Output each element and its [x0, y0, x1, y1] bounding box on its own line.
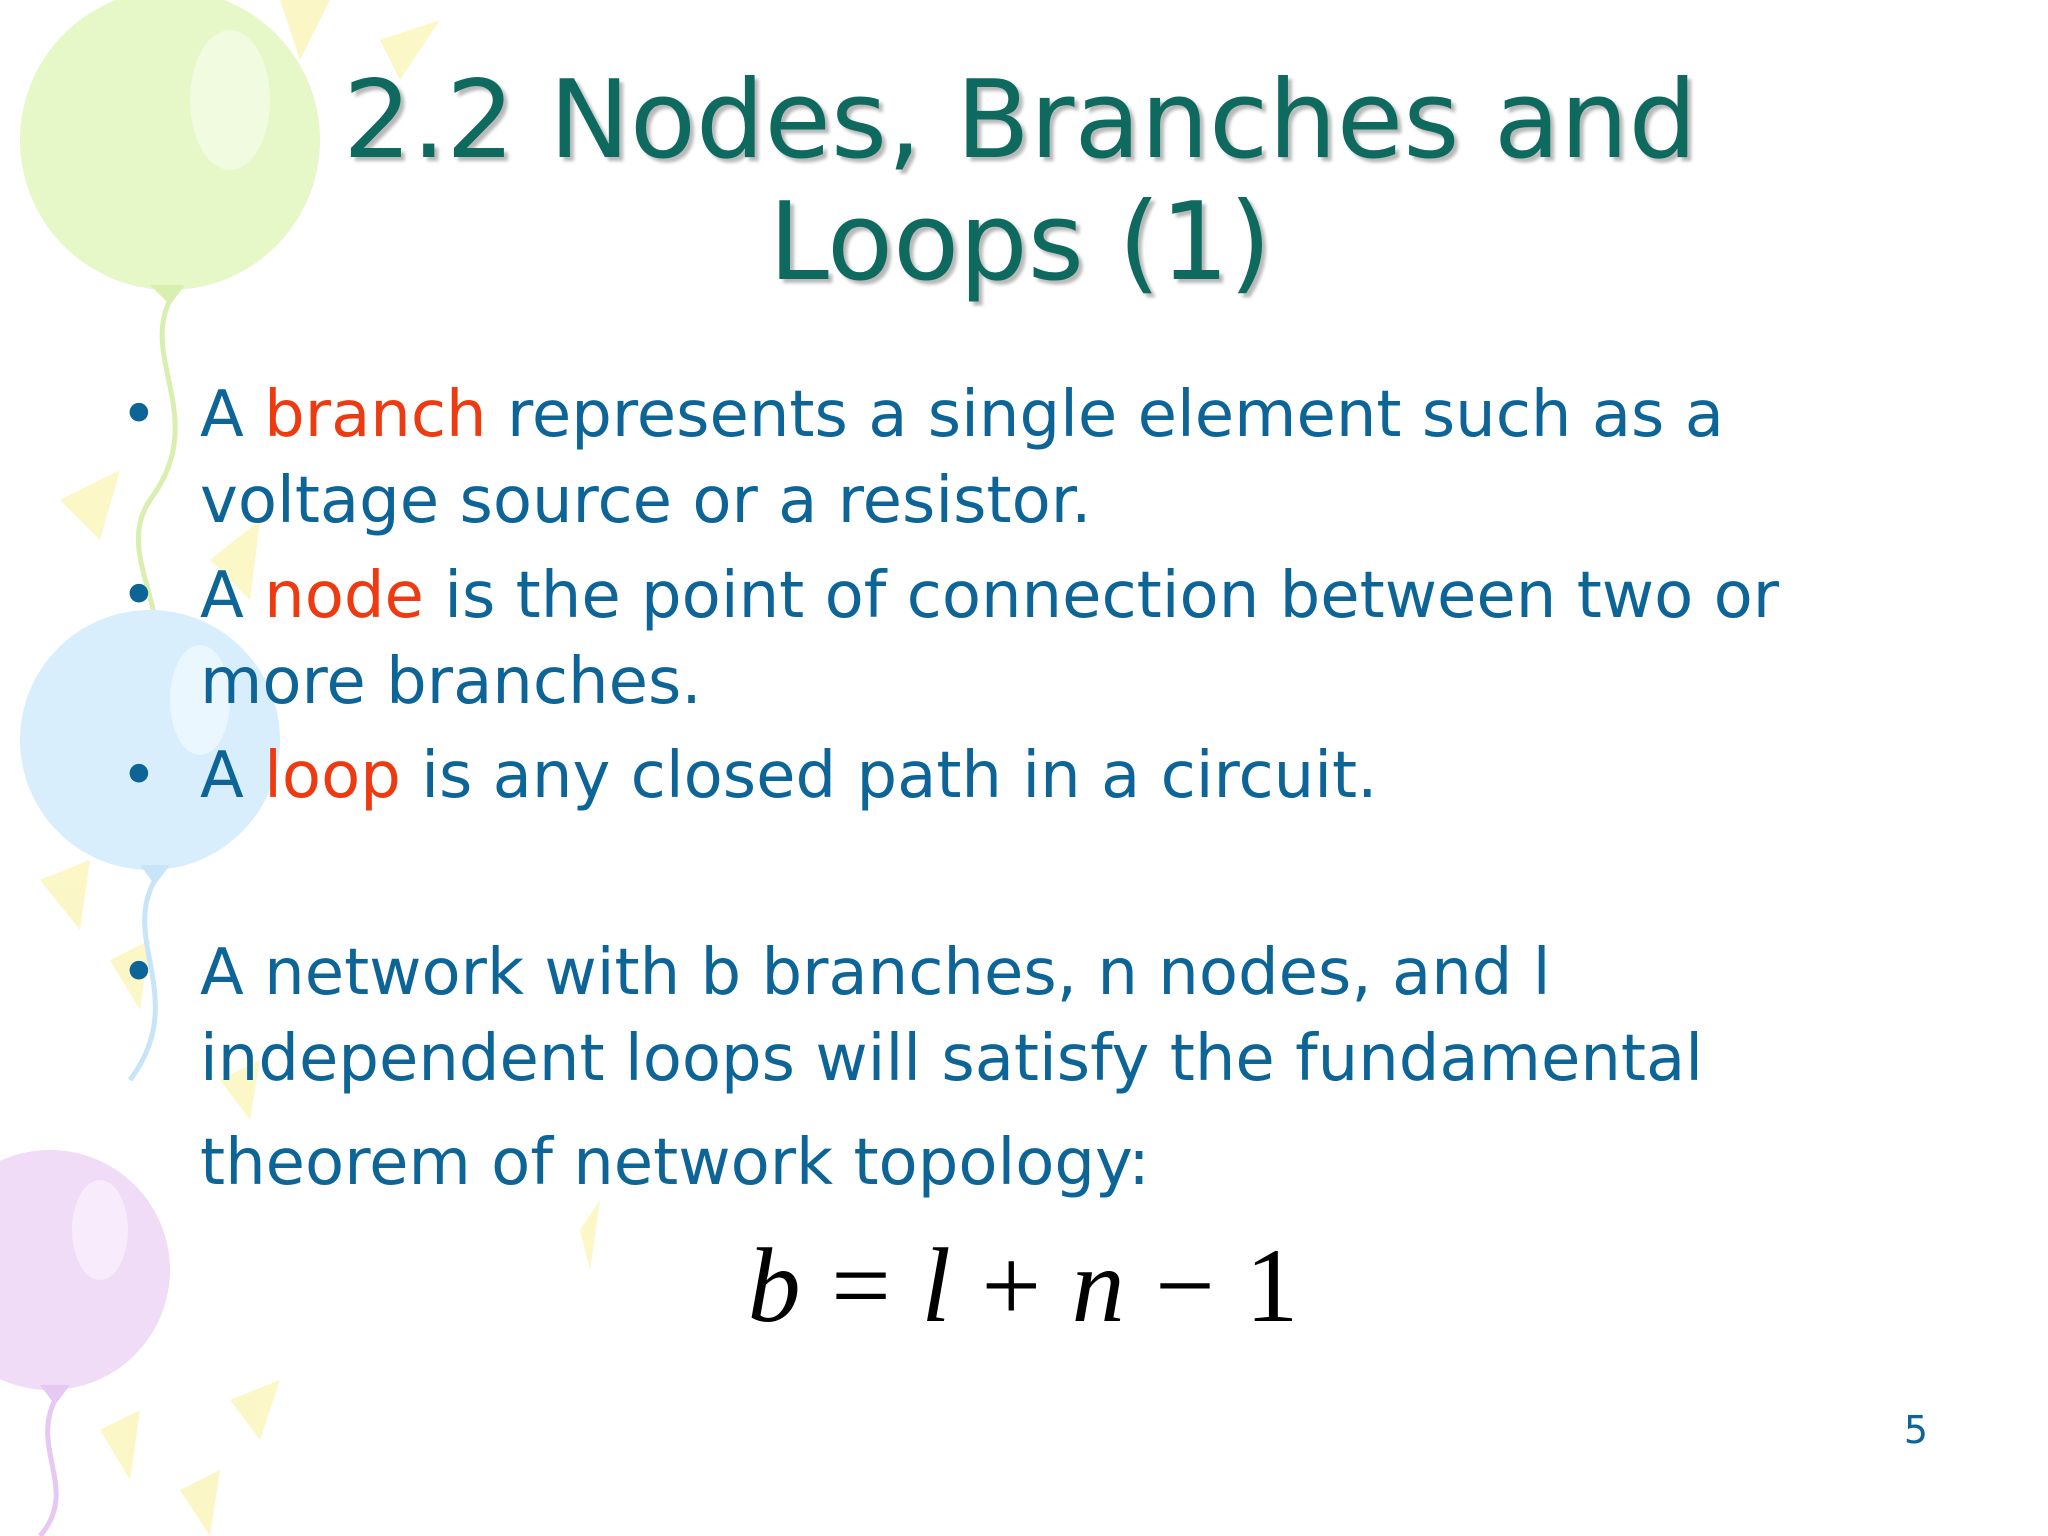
bullet-prefix: A: [200, 739, 265, 813]
slide-title-line-1: 2.2 Nodes, Branches and: [342, 58, 1698, 183]
bullet-branch: • A branch represents a single element s…: [120, 372, 1880, 544]
slide-number: 5: [1903, 1408, 1928, 1452]
bullet-marker: •: [120, 739, 158, 813]
bullet-node: • A node is the point of connection betw…: [120, 553, 1880, 725]
purple-balloon: [0, 1150, 170, 1536]
bullet-text: A branch represents a single element suc…: [200, 372, 1880, 544]
slide-title: 2.2 Nodes, Branches and Loops (1): [200, 60, 1840, 304]
bullet-line-3: theorem of network topology:: [200, 1126, 1150, 1200]
sun-rays-decoration: [40, 0, 600, 1536]
slide-title-line-2: Loops (1): [768, 180, 1272, 305]
bullet-line-2: independent loops will satisfy the funda…: [200, 1022, 1703, 1096]
bullet-marker: •: [120, 378, 158, 452]
blue-balloon: [20, 610, 280, 1082]
key-term-loop: loop: [264, 739, 401, 813]
bullet-network-theorem: • A network with b branches, n nodes, an…: [120, 930, 1880, 1206]
formula-b: b: [747, 1227, 803, 1344]
bullet-line-1: A network with b branches, n nodes, and …: [200, 936, 1551, 1010]
key-term-branch: branch: [264, 378, 487, 452]
bullet-loop: • A loop is any closed path in a circuit…: [120, 733, 1880, 819]
formula-equals: =: [831, 1227, 893, 1344]
formula-n: n: [1071, 1227, 1127, 1344]
formula-one: 1: [1245, 1227, 1301, 1344]
bullet-prefix: A: [200, 559, 265, 633]
bullet-rest: represents a single element such as a vo…: [200, 378, 1724, 538]
bullet-marker: •: [120, 936, 158, 1010]
formula-minus: −: [1155, 1227, 1217, 1344]
formula-l: l: [921, 1227, 953, 1344]
bullet-prefix: A: [200, 378, 265, 452]
key-term-node: node: [264, 559, 424, 633]
bullet-rest: is the point of connection between two o…: [200, 559, 1780, 719]
bullet-rest: is any closed path in a circuit.: [400, 739, 1378, 813]
bullet-text: A node is the point of connection betwee…: [200, 553, 1880, 725]
formula-plus: +: [981, 1227, 1044, 1344]
bullet-text: A network with b branches, n nodes, and …: [200, 930, 1880, 1206]
bullet-marker: •: [120, 559, 158, 633]
bullet-text: A loop is any closed path in a circuit.: [200, 733, 1880, 819]
green-balloon: [20, 0, 320, 702]
topology-formula: b = l + n − 1: [0, 1225, 2048, 1347]
